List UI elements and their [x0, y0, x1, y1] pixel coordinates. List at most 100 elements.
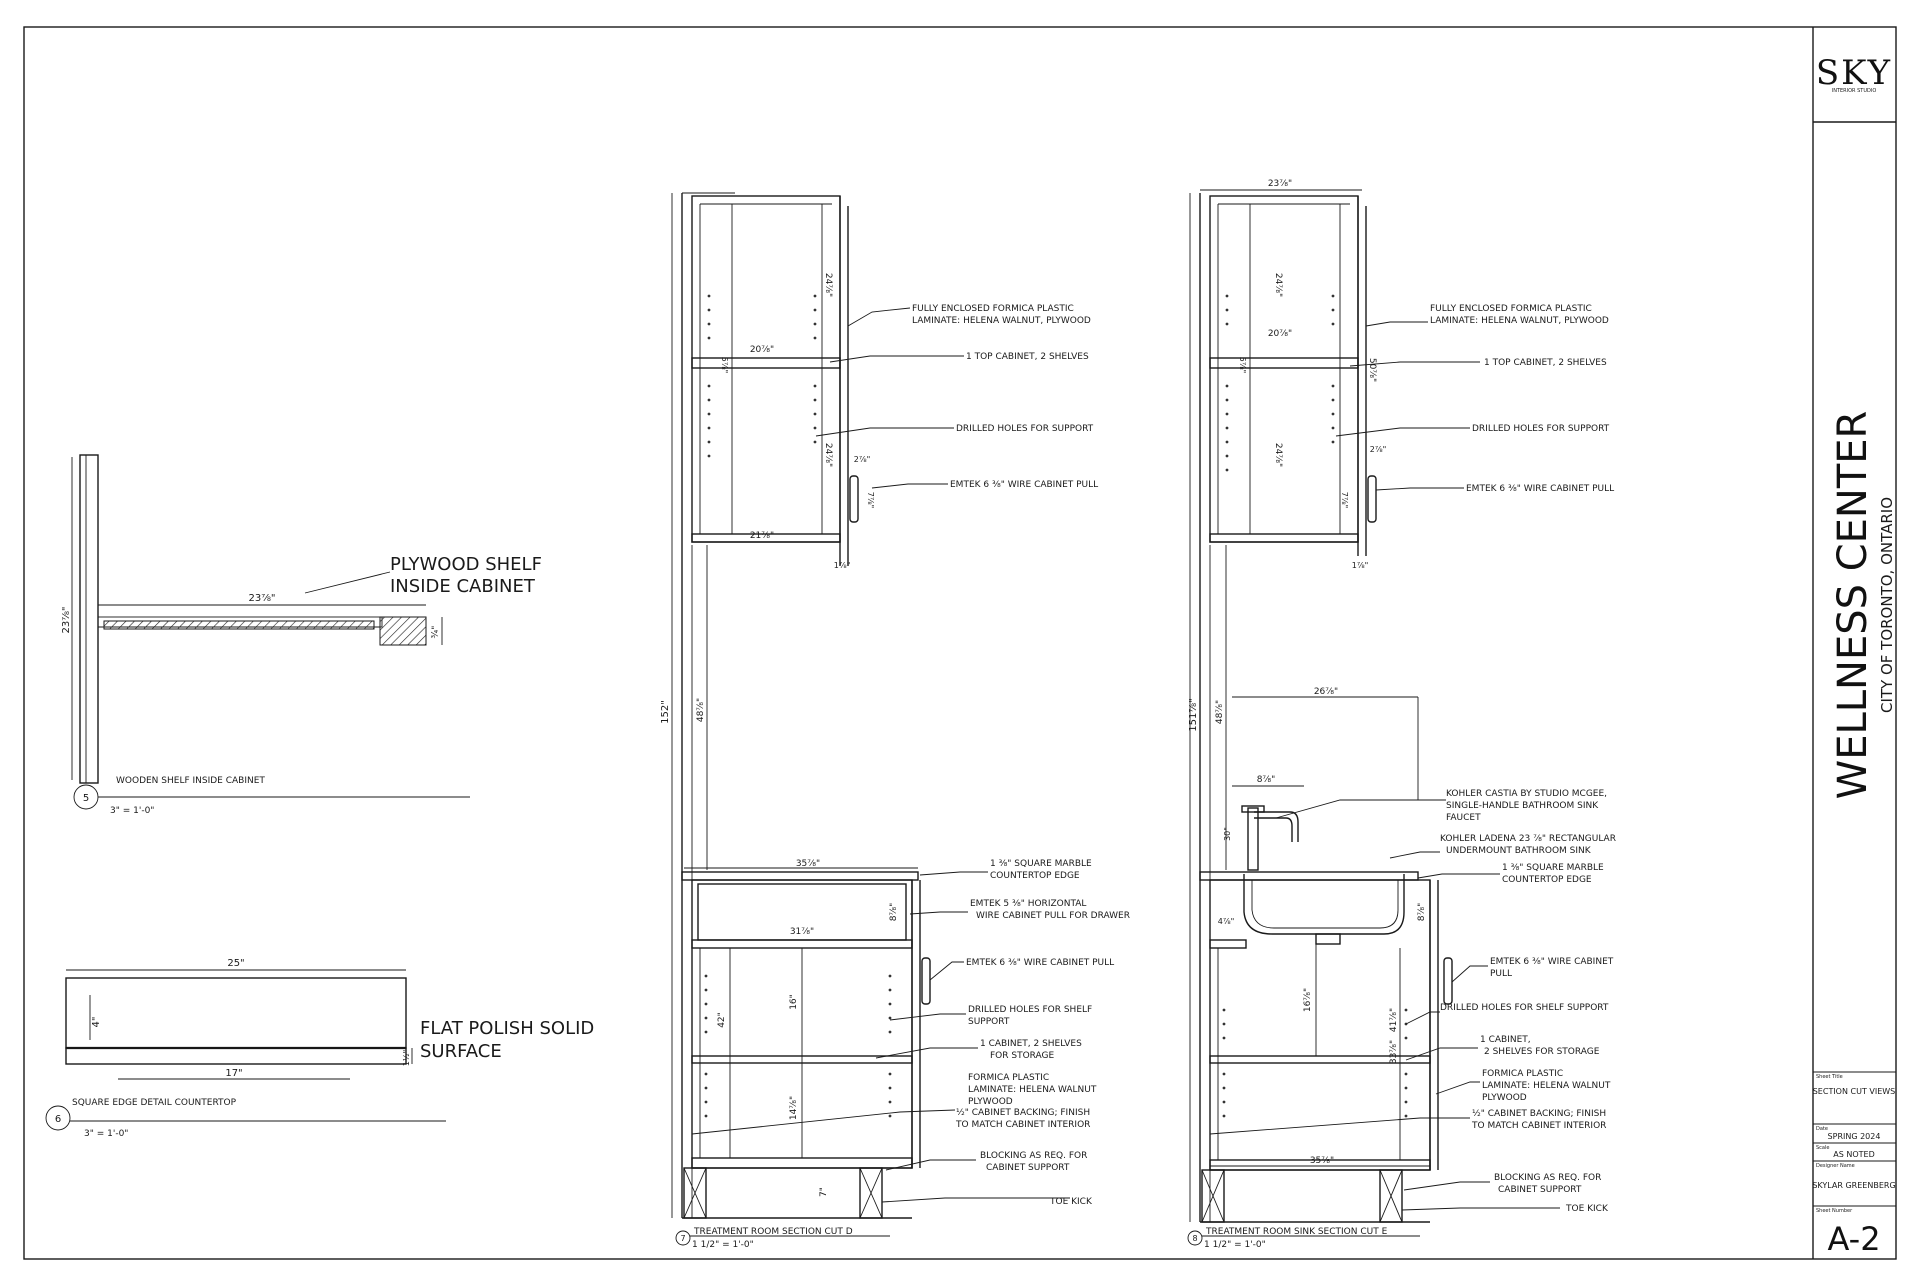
s7-dim-31: 31⅞" — [790, 927, 814, 937]
d6-scale: 3" = 1'-0" — [84, 1129, 128, 1139]
d6-dim-left: 4" — [91, 1017, 102, 1028]
s7-backing-2: TO MATCH CABINET INTERIOR — [955, 1120, 1090, 1130]
s8-scale: 1 1/2" = 1'-0" — [1204, 1240, 1266, 1250]
s7-upper-cabinet — [691, 195, 841, 543]
s8-dim-35: 35⅞" — [1310, 1156, 1334, 1166]
designer-name: SKYLAR GREENBERG — [1812, 1181, 1895, 1190]
s8-sink — [1243, 874, 1405, 935]
s7-storage-1: 1 CABINET, 2 SHELVES — [980, 1039, 1082, 1049]
s8-dim-33: 33⅞" — [1389, 1040, 1399, 1064]
s8-formica-2: LAMINATE: HELENA WALNUT — [1482, 1081, 1611, 1091]
s8-upper-drill-dots — [1225, 294, 1335, 472]
s7-toe-kick: TOE KICK — [1049, 1197, 1093, 1207]
s8-formica-3: PLYWOOD — [1482, 1093, 1527, 1103]
s7-dim-152: 152" — [660, 700, 671, 724]
s8-dim-24a: 24⅞" — [1273, 273, 1283, 297]
s7-dim-48: 48⅞" — [696, 698, 706, 722]
d5-dim-thick: ¾" — [431, 626, 441, 639]
s7-section-bubble — [675, 1230, 691, 1246]
s8-drilled: DRILLED HOLES FOR SUPPORT — [1472, 424, 1610, 434]
s8-faucet — [1241, 805, 1299, 871]
s8-dim-30: 30" — [1223, 827, 1232, 841]
s7-formica-2: LAMINATE: HELENA WALNUT — [968, 1085, 1097, 1095]
s8-toe-kick: TOE KICK — [1565, 1204, 1609, 1214]
s7-shelf-drill-1: DRILLED HOLES FOR SHELF — [968, 1005, 1092, 1015]
s7-top-cabinet: 1 TOP CABINET, 2 SHELVES — [966, 352, 1089, 362]
s8-lower-pull-2: PULL — [1490, 969, 1512, 979]
s7-dim-24a: 24⅞" — [823, 273, 833, 297]
d6-callout-1: FLAT POLISH SOLID — [420, 1018, 594, 1039]
s8-dim-50: 50⅞" — [1367, 358, 1377, 382]
s7-dim-21: 21⅞" — [750, 531, 774, 541]
s8-formica-1: FORMICA PLASTIC — [1482, 1069, 1563, 1079]
d6-title: SQUARE EDGE DETAIL COUNTERTOP — [72, 1098, 237, 1108]
s7-blocking-1: BLOCKING AS REQ. FOR — [980, 1151, 1087, 1161]
d6-callout-2: SURFACE — [420, 1041, 502, 1062]
s8-backing-1: ½" CABINET BACKING; FINISH — [1472, 1109, 1606, 1119]
s8-dim-151: 151⅞" — [1188, 698, 1199, 731]
s7-dim-2: 2⅞" — [854, 455, 871, 464]
s7-dim-5: 5⅞" — [720, 357, 729, 374]
s7-dim-16: 16" — [789, 994, 799, 1010]
detail-5-shelf: 23⅞" 23⅞" ¾" PLYWOOD SHELF INSIDE CABINE… — [61, 454, 542, 816]
s7-lower-drill-dots — [704, 974, 892, 1118]
d6-dim-top: 25" — [227, 958, 244, 969]
d5-callout-1: PLYWOOD SHELF — [390, 554, 542, 575]
s8-dim-4: 4⅞" — [1218, 917, 1235, 926]
s7-countertop — [681, 871, 919, 881]
s8-backing-2: TO MATCH CABINET INTERIOR — [1471, 1121, 1606, 1131]
s8-marble-2: COUNTERTOP EDGE — [1502, 875, 1592, 885]
scale-label: Scale — [1816, 1145, 1829, 1151]
d5-callout-2: INSIDE CABINET — [390, 576, 536, 597]
s8-dim-41: 41⅞" — [1389, 1008, 1399, 1032]
d6-dim-right: 1½" — [402, 1050, 411, 1067]
s8-upper-cabinet — [1209, 195, 1359, 543]
s8-num: 8 — [1192, 1234, 1197, 1243]
sheet-number: A-2 — [1827, 1220, 1880, 1258]
s8-section-bubble — [1187, 1230, 1203, 1246]
d6-detail-bubble — [45, 1105, 71, 1131]
s7-scale: 1 1/2" = 1'-0" — [692, 1240, 754, 1250]
s8-dim-5: 5⅞" — [1238, 357, 1247, 374]
s8-lower-drill-dots — [1222, 1008, 1408, 1118]
s7-dim-8: 8⅞" — [889, 903, 899, 922]
s7-lower-pull: EMTEK 6 ⅜" WIRE CABINET PULL — [966, 958, 1114, 968]
d5-title: WOODEN SHELF INSIDE CABINET — [116, 776, 265, 786]
s7-storage-2: FOR STORAGE — [990, 1051, 1055, 1061]
section-7-cut-d: 24⅞" 20⅞" 5⅞" 24⅞" 21⅞" 2⅞" 7⅞" 1⅞" 152"… — [660, 192, 1130, 1250]
s7-upper-drill-dots — [707, 294, 817, 458]
detail-6-countertop: 25" 17" 4" 1½" FLAT POLISH SOLID SURFACE… — [45, 958, 594, 1139]
project-title: WELLNESS CENTER — [1830, 411, 1876, 800]
s8-dim-8b: 8⅞" — [1417, 903, 1427, 922]
s8-top-cabinet: 1 TOP CABINET, 2 SHELVES — [1484, 358, 1607, 368]
s8-storage-1: 1 CABINET, — [1480, 1035, 1531, 1045]
section-8-cut-e: 23⅞" 24⅞" 20⅞" 5⅞" 50⅞" 24⅞" 2⅞" 7⅞" 1⅞"… — [1187, 179, 1616, 1250]
date-value: SPRING 2024 — [1828, 1132, 1881, 1141]
s7-upper-enclosed-2: LAMINATE: HELENA WALNUT, PLYWOOD — [912, 316, 1091, 326]
s8-pull: EMTEK 6 ⅜" WIRE CABINET PULL — [1466, 484, 1614, 494]
d6-dim-bottom: 17" — [225, 1068, 242, 1079]
s7-num: 7 — [680, 1234, 685, 1243]
s8-dim-1: 1⅞" — [1352, 561, 1369, 570]
s7-dim-20: 20⅞" — [750, 345, 774, 355]
s8-storage-2: 2 SHELVES FOR STORAGE — [1484, 1047, 1600, 1057]
d6-num: 6 — [55, 1114, 61, 1125]
logo: SKY — [1816, 53, 1892, 93]
s7-marble-2: COUNTERTOP EDGE — [990, 871, 1080, 881]
s8-dim-48: 48⅞" — [1215, 700, 1225, 724]
d5-scale: 3" = 1'-0" — [110, 806, 154, 816]
designer-label: Designer Name — [1816, 1163, 1855, 1169]
s7-marble-1: 1 ⅜" SQUARE MARBLE — [990, 859, 1092, 869]
s8-dim-7: 7⅞" — [1340, 492, 1349, 509]
s8-upper-enclosed-1: FULLY ENCLOSED FORMICA PLASTIC — [1430, 304, 1592, 314]
project-location: CITY OF TORONTO, ONTARIO — [1878, 497, 1896, 713]
s7-drawer-pull-1: EMTEK 5 ⅜" HORIZONTAL — [970, 899, 1086, 909]
s8-faucet-1: KOHLER CASTIA BY STUDIO MCGEE, — [1446, 789, 1607, 799]
s8-countertop — [1199, 871, 1419, 881]
s8-blocking-2: CABINET SUPPORT — [1498, 1185, 1582, 1195]
s8-marble-1: 1 ⅜" SQUARE MARBLE — [1502, 863, 1604, 873]
s7-pull: EMTEK 6 ⅜" WIRE CABINET PULL — [950, 480, 1098, 490]
title-block: SKY INTERIOR STUDIO WELLNESS CENTER CITY… — [1812, 27, 1896, 1259]
s8-dim-23: 23⅞" — [1268, 179, 1292, 189]
s8-shelf-drill: DRILLED HOLES FOR SHELF SUPPORT — [1440, 1003, 1609, 1013]
